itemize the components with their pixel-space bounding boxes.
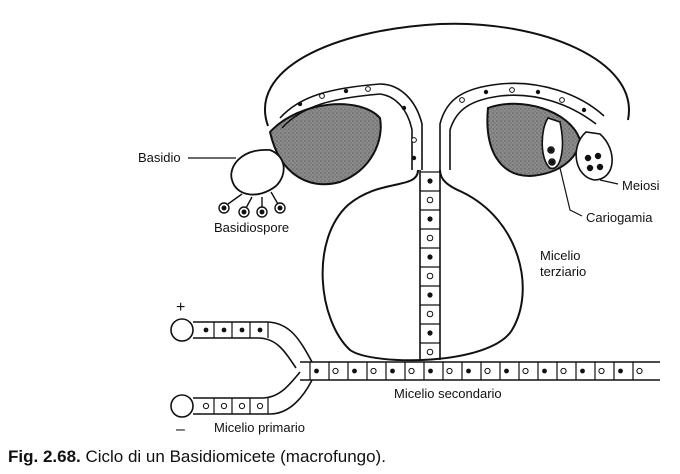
stipe-outline (323, 170, 523, 360)
gill-right (487, 104, 580, 176)
gill-left (270, 104, 381, 184)
basidiomycete-cycle-diagram: Basidio Basidiospore Meiosi Cariogamia M… (0, 0, 680, 440)
basidiospores (219, 203, 285, 217)
label-micelio-primario: Micelio primario (214, 420, 305, 435)
label-micelio-terziario-1: Micelio (540, 248, 580, 263)
primary-mycelium-minus (171, 372, 312, 417)
label-basidio: Basidio (138, 150, 181, 165)
figure-caption: Fig. 2.68. Ciclo di un Basidiomicete (ma… (8, 447, 386, 467)
label-meiosi: Meiosi (622, 178, 660, 193)
label-micelio-secondario: Micelio secondario (394, 386, 502, 401)
label-micelio-terziario-2: terziario (540, 264, 586, 279)
label-cariogamia: Cariogamia (586, 210, 653, 225)
label-minus: – (176, 421, 185, 438)
caption-number: Fig. 2.68. (8, 447, 81, 466)
secondary-mycelium-cells (310, 362, 642, 380)
karyogamy-basidium (542, 118, 562, 168)
label-basidiospore: Basidiospore (214, 220, 289, 235)
label-plus: + (176, 299, 185, 316)
primary-mycelium-plus (171, 319, 312, 368)
basidium (219, 150, 285, 217)
caption-text: Ciclo di un Basidiomicete (macrofungo). (81, 447, 386, 466)
meiosis-basidium (576, 132, 612, 180)
primary-mycelium-cells (203, 322, 268, 414)
